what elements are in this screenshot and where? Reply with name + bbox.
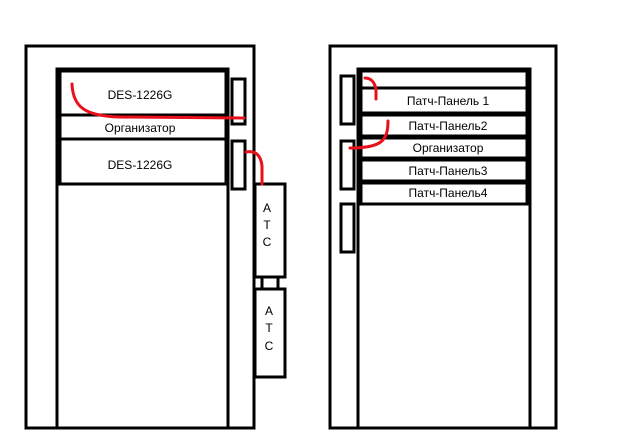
right-rack-inner-frame xyxy=(356,67,532,430)
ats-2-char-2: Т xyxy=(265,321,273,335)
ats-2-char-3: С xyxy=(265,339,274,353)
right-rack-unit-5 xyxy=(359,158,529,183)
right-rack-cable-manager-1 xyxy=(339,74,356,126)
ats-1-char-2: Т xyxy=(263,218,271,232)
right-rack-unit-2 xyxy=(359,86,529,115)
left-unit-3-label: DES-1226G xyxy=(108,158,173,172)
right-rack-unit-6 xyxy=(359,181,529,206)
right-rack-unit-1 xyxy=(359,69,529,90)
ats-1-char-1: А xyxy=(263,201,271,215)
right-unit-4-label: Организатор xyxy=(413,141,484,155)
ats-box-2 xyxy=(253,287,287,379)
left-rack xyxy=(24,44,287,430)
right-unit-3-label: Патч-Панель2 xyxy=(409,119,488,133)
right-rack-unit-3 xyxy=(359,113,529,138)
left-rack-cable-manager-2 xyxy=(230,139,247,191)
right-rack-cable-manager-3 xyxy=(339,202,356,254)
cable-manager-to-ats xyxy=(244,150,264,186)
left-rack-inner-frame xyxy=(55,67,230,430)
right-rack-cable-manager-2 xyxy=(339,139,356,191)
left-rack-labels: DES-1226G Организатор DES-1226G А Т С А … xyxy=(105,88,274,353)
cable-patch2-to-manager xyxy=(348,119,390,150)
cable-patch1-loop xyxy=(363,76,378,101)
right-unit-5-label: Патч-Панель3 xyxy=(409,164,488,178)
left-rack-unit-3 xyxy=(58,137,228,186)
left-rack-cables xyxy=(70,82,264,186)
right-rack-cables xyxy=(348,76,390,150)
ats-1-char-3: С xyxy=(263,235,272,249)
right-unit-6-label: Патч-Панель4 xyxy=(409,186,488,200)
right-unit-2-label: Патч-Панель 1 xyxy=(407,94,490,108)
right-rack-labels: Патч-Панель 1 Патч-Панель2 Организатор П… xyxy=(407,94,490,200)
ats-2-char-1: А xyxy=(265,304,273,318)
right-rack xyxy=(328,44,558,430)
left-unit-2-label: Организатор xyxy=(105,121,176,135)
left-rack-cable-manager-1 xyxy=(230,77,247,126)
cable-switch-to-manager xyxy=(70,82,246,120)
ats-connector xyxy=(260,275,280,291)
left-unit-1-label: DES-1226G xyxy=(108,88,173,102)
